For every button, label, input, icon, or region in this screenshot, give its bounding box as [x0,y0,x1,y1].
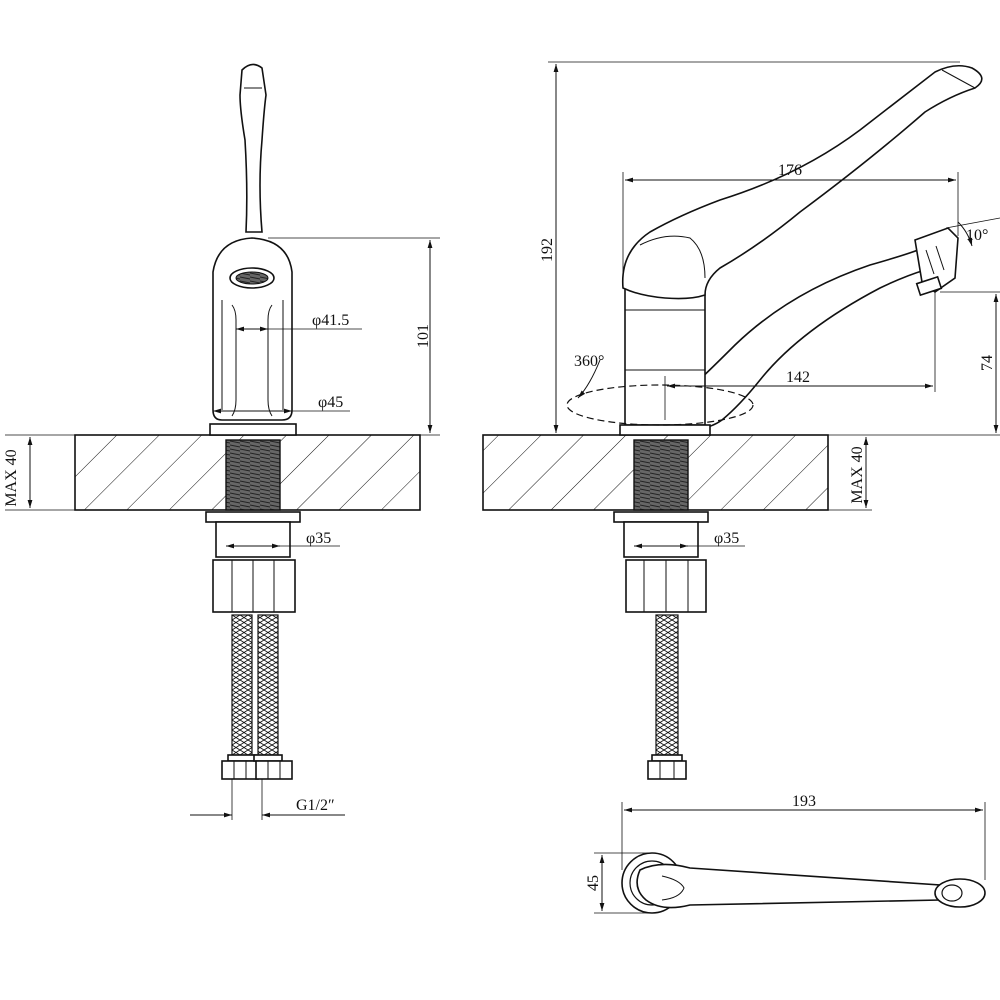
hose-nut-right [253,754,293,780]
dim-spout-reach: 142 [786,369,810,386]
dim-front-height: 101 [415,324,432,348]
lever-handle-front [239,63,267,233]
dim-body-base-diameter: φ45 [318,394,343,411]
dim-lever-angle: 10° [966,227,988,244]
spout-aerator [915,275,943,297]
dim-shank-diameter-front: φ35 [306,530,331,547]
dim-spout-height: 74 [979,355,996,371]
threaded-shank-side [633,439,689,511]
dim-shank-diameter-side: φ35 [714,530,739,547]
top-view: 193 45 [585,793,986,914]
coupling-front [212,559,296,613]
side-view: 360° 192 176 10° 142 [482,61,1000,780]
hose-nut-left [221,754,259,780]
dim-top-width: 45 [585,875,602,891]
dim-overall-height: 192 [539,238,556,262]
locking-nut-front [205,511,301,523]
hose-nut-side [647,754,687,780]
threaded-shank-front [225,439,281,511]
front-view: 101 φ41.5 φ45 MAX 40 φ35 G1/2″ [3,63,440,820]
lever-top [636,863,941,909]
dim-countertop-side: MAX 40 [849,446,866,503]
locking-nut-side [613,511,709,523]
spout [666,248,927,429]
dim-countertop-front: MAX 40 [3,449,20,506]
dim-swivel: 360° [574,353,604,370]
braided-hose-left [231,614,253,756]
base-ring-front [209,423,297,436]
dim-top-length: 193 [792,793,816,810]
dim-hose-thread: G1/2″ [296,797,335,814]
braided-hose-side [655,614,679,756]
dim-body-top-diameter: φ41.5 [312,312,349,329]
swivel-indicator [566,384,754,426]
dim-lever-length: 176 [778,162,802,179]
braided-hose-right [257,614,279,756]
body-front [212,300,293,421]
